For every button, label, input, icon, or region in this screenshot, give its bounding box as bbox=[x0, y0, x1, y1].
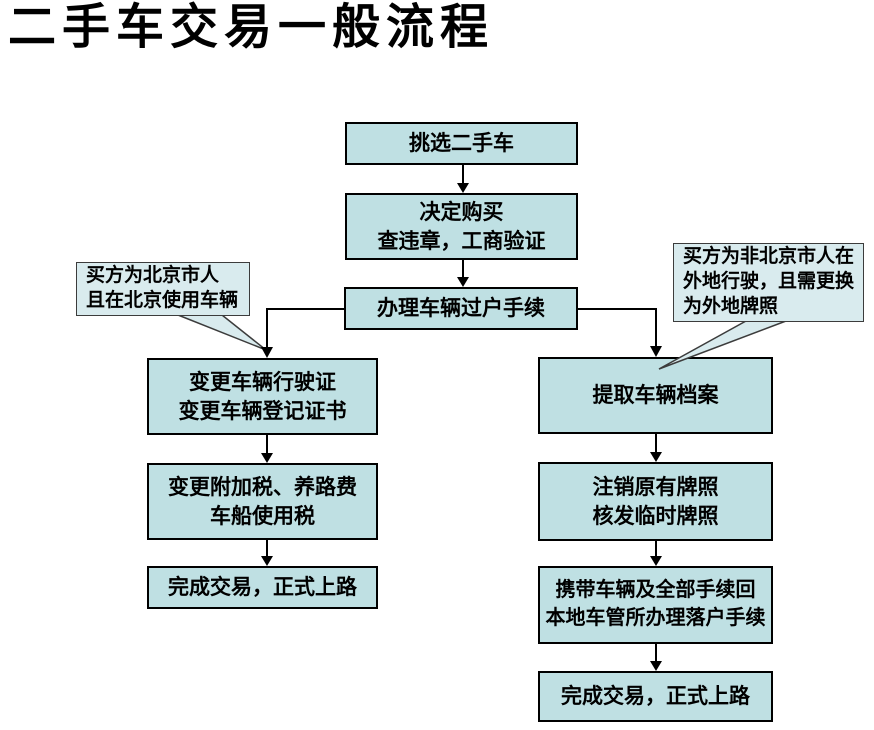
flow-node-label: 变更附加税、养路费 bbox=[168, 474, 357, 499]
callout-label: 外地行驶，且需更换 bbox=[683, 271, 855, 293]
arrowhead-change-license-to-change-tax bbox=[261, 453, 273, 463]
flow-node-change-tax: 变更附加税、养路费 车船使用税 bbox=[147, 463, 378, 540]
flow-node-complete-right: 完成交易，正式上路 bbox=[538, 671, 773, 722]
arrow-transfer-to-change-license bbox=[266, 308, 345, 348]
callout-label: 买方为北京市人 bbox=[86, 265, 220, 287]
flow-node-label: 携带车辆及全部手续回 bbox=[555, 579, 756, 602]
flow-node-label: 车船使用税 bbox=[210, 503, 315, 528]
flow-node-pick-car: 挑选二手车 bbox=[345, 122, 578, 165]
arrowhead-change-tax-to-complete-left bbox=[261, 556, 273, 566]
callout-label: 为外地牌照 bbox=[683, 295, 779, 317]
flow-node-label: 完成交易，正式上路 bbox=[561, 684, 750, 709]
callout-label: 且在北京使用车辆 bbox=[86, 290, 239, 311]
flow-node-complete-left: 完成交易，正式上路 bbox=[147, 566, 378, 609]
flow-node-change-license: 变更车辆行驶证 变更车辆登记证书 bbox=[147, 358, 378, 435]
arrowhead-extract-archive-to-cancel-plates bbox=[650, 452, 662, 462]
flow-node-label: 挑选二手车 bbox=[409, 131, 514, 156]
page-title: 二手车交易一般流程 bbox=[8, 1, 495, 54]
flow-node-return-local: 携带车辆及全部手续回 本地车管所办理落户手续 bbox=[538, 566, 773, 644]
arrowhead-decide-to-transfer bbox=[457, 277, 469, 287]
arrowhead-return-local-to-complete-right bbox=[650, 661, 662, 671]
arrowhead-transfer-to-extract-archive bbox=[650, 346, 662, 357]
flow-node-extract-archive: 提取车辆档案 bbox=[538, 357, 773, 434]
callout-tail-left bbox=[177, 314, 267, 351]
flow-node-label: 变更车辆登记证书 bbox=[178, 398, 347, 423]
arrowhead-pick-to-decide bbox=[457, 183, 469, 193]
flow-node-cancel-plates: 注销原有牌照 核发临时牌照 bbox=[538, 462, 773, 541]
flow-node-decide-purchase: 决定购买 查违章，工商验证 bbox=[345, 193, 578, 260]
flow-node-label: 变更车辆行驶证 bbox=[189, 369, 336, 394]
callout-non-beijing-buyer: 买方为非北京市人在 外地行驶，且需更换 为外地牌照 bbox=[673, 243, 864, 322]
flow-node-label: 完成交易，正式上路 bbox=[168, 575, 357, 600]
flow-node-label: 办理车辆过户手续 bbox=[377, 296, 545, 321]
callout-beijing-buyer: 买方为北京市人 且在北京使用车辆 bbox=[76, 262, 250, 316]
arrowhead-transfer-to-change-license bbox=[261, 347, 273, 358]
flow-node-label: 查违章，工商验证 bbox=[377, 228, 546, 253]
flow-node-label: 提取车辆档案 bbox=[592, 383, 719, 408]
flow-node-label: 决定购买 bbox=[419, 199, 504, 224]
callout-label: 买方为非北京市人在 bbox=[683, 246, 855, 268]
flow-node-label: 本地车管所办理落户手续 bbox=[545, 607, 766, 629]
flow-node-label: 核发临时牌照 bbox=[592, 503, 719, 528]
flow-node-label: 注销原有牌照 bbox=[592, 474, 719, 499]
flow-node-transfer-procedure: 办理车辆过户手续 bbox=[344, 287, 578, 330]
arrow-transfer-to-extract-archive bbox=[578, 308, 657, 347]
arrowhead-cancel-plates-to-return-local bbox=[650, 556, 662, 566]
